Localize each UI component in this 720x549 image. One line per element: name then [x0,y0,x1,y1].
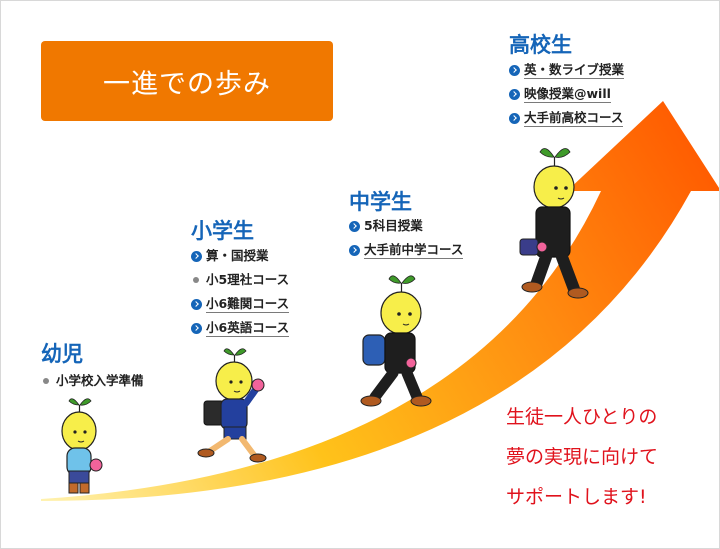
high-school-character [519,148,589,299]
elementary-course-list: 算・国授業 小5理社コース 小6難関コース 小6英語コース [191,246,290,342]
course-link[interactable]: 大手前中学コース [349,240,464,264]
course-link[interactable]: 小6英語コース [191,318,290,342]
arrow-bullet-icon [191,299,202,310]
junior-high-course-list: 5科目授業 大手前中学コース [349,216,464,264]
page-title-banner: 一進での歩み [41,41,333,121]
stage-title-elementary: 小学生 [191,219,254,243]
list-item: 小学校入学準備 [41,371,144,395]
arrow-bullet-icon [191,251,202,262]
high-school-course-list: 英・数ライブ授業 映像授業@will 大手前高校コース [509,60,625,132]
message-line: サポートします! [506,486,647,508]
list-item: 小5理社コース [191,270,289,294]
course-link[interactable]: 小6難関コース [191,294,290,318]
arrow-bullet-icon [509,89,520,100]
stage-title-junior-high: 中学生 [349,190,412,214]
stage-title-high-school: 高校生 [509,33,572,57]
message-line: 夢の実現に向けて [506,446,659,468]
arrow-bullet-icon [509,65,520,76]
message-line: 生徒一人ひとりの [506,406,658,428]
arrow-bullet-icon [191,323,202,334]
list-item: 算・国授業 [191,246,289,270]
arrow-bullet-icon [509,113,520,124]
course-link[interactable]: 映像授業@will [509,84,624,108]
kindergarten-character [61,398,103,494]
course-link[interactable]: 大手前高校コース [509,108,624,132]
growth-arrow [41,101,719,501]
arrow-bullet-icon [349,221,360,232]
bullet-dot-icon [193,277,199,283]
support-message: 生徒一人ひとりの 夢の実現に向けて サポートします! [506,397,658,517]
stage-title-kindergarten: 幼児 [41,342,83,366]
page-title: 一進での歩み [103,68,271,100]
junior-high-character [360,275,432,407]
kindergarten-course-list: 小学校入学準備 [41,371,144,395]
course-link[interactable]: 英・数ライブ授業 [509,60,625,84]
bullet-dot-icon [43,378,49,384]
elementary-character [197,348,267,463]
list-item: 5科目授業 [349,216,463,240]
arrow-bullet-icon [349,245,360,256]
